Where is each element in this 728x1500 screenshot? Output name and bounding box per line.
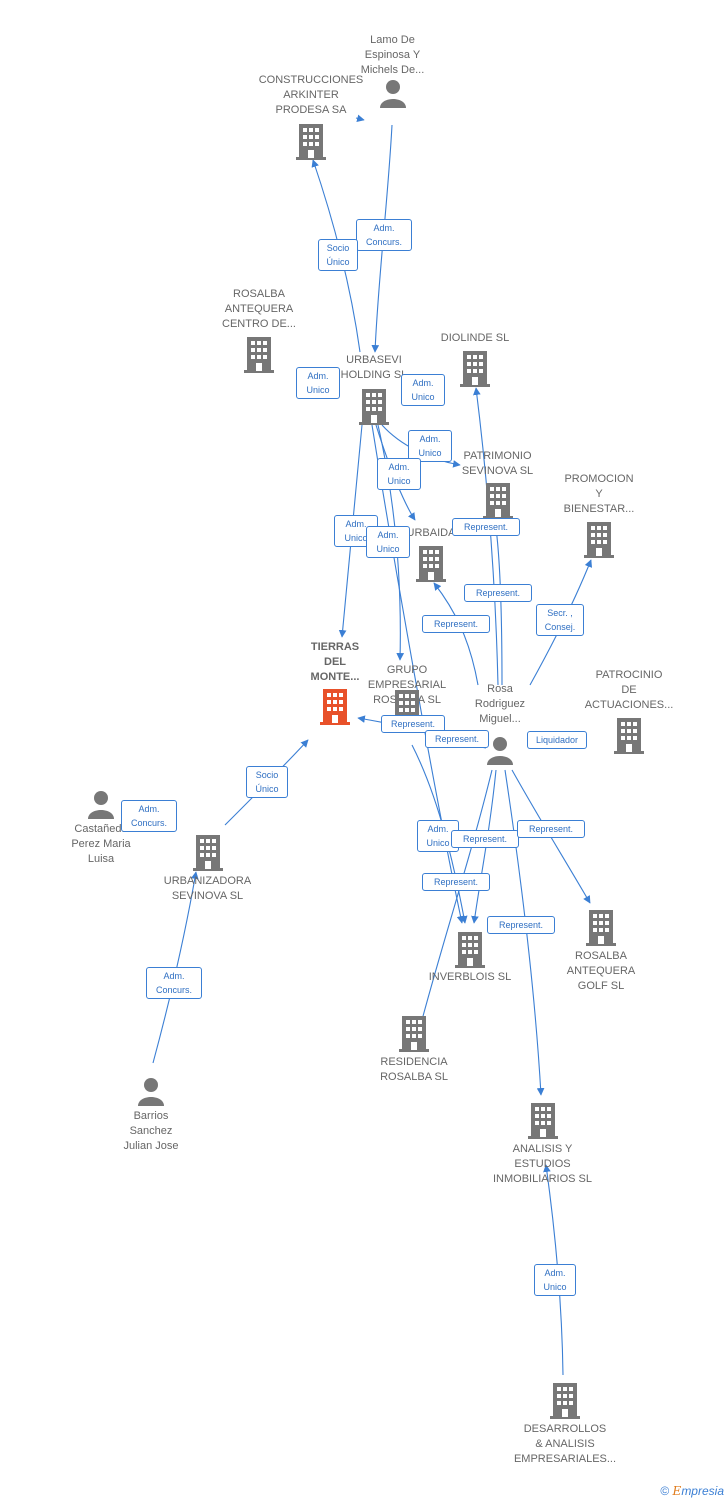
building-icon <box>296 124 326 160</box>
node-label: PROMOCION Y BIENESTAR... <box>563 473 635 515</box>
building-icon <box>320 689 350 725</box>
person-icon <box>138 1078 164 1106</box>
edge-rosa-residencia <box>416 769 493 1036</box>
edge-label-adm-unico[interactable]: Adm. Unico <box>296 367 340 399</box>
edge-label-adm-unico[interactable]: Adm. Unico <box>366 526 410 558</box>
building-icon <box>586 910 616 946</box>
node-label: RESIDENCIA ROSALBA SL <box>380 1056 448 1083</box>
edge-label-represent[interactable]: Represent. <box>517 820 585 838</box>
node-urbasevi[interactable]: URBASEVI HOLDING SL <box>325 353 423 425</box>
brand-initial: E <box>672 1484 682 1498</box>
building-icon <box>584 522 614 558</box>
edge-label-represent[interactable]: Represent. <box>381 715 445 733</box>
building-icon <box>482 483 513 519</box>
building-icon <box>527 1103 558 1139</box>
node-label: URBAIDA <box>406 527 456 539</box>
node-patrocinio[interactable]: PATROCINIO DE ACTUACIONES... <box>578 668 680 754</box>
edge-label-adm-unico[interactable]: Adm. Unico <box>401 374 445 406</box>
edge-label-adm-unico[interactable]: Adm. Unico <box>408 430 452 462</box>
node-urbanizadora[interactable]: URBANIZADORA SEVINOVA SL <box>155 835 260 904</box>
node-label: Rosa Rodriguez Miguel... <box>474 683 526 725</box>
edge-label-secr-consej[interactable]: Secr. , Consej. <box>536 604 584 636</box>
node-patrimonio[interactable]: PATRIMONIO SEVINOVA SL <box>450 449 545 519</box>
copyright-symbol: © <box>660 1484 670 1498</box>
edge-rosa-golf <box>511 769 591 904</box>
node-residencia[interactable]: RESIDENCIA ROSALBA SL <box>368 1016 460 1085</box>
node-castaneda[interactable]: Castañeda Perez Maria Luisa <box>55 789 147 867</box>
edge-label-adm-unico[interactable]: Adm. Unico <box>534 1264 576 1296</box>
node-tierras[interactable]: TIERRAS DEL MONTE... <box>296 640 374 725</box>
building-icon <box>359 389 389 425</box>
node-construcciones[interactable]: CONSTRUCCIONES ARKINTER PRODESA SA <box>250 73 372 160</box>
edge-label-represent[interactable]: Represent. <box>452 518 520 536</box>
node-lamo[interactable]: Lamo De Espinosa Y Michels De... <box>345 33 440 108</box>
node-label: TIERRAS DEL MONTE... <box>310 641 360 683</box>
node-label: INVERBLOIS SL <box>428 971 512 983</box>
node-label: PATROCINIO DE ACTUACIONES... <box>584 669 674 711</box>
node-label: ROSALBA ANTEQUERA GOLF SL <box>566 950 636 992</box>
node-label: CONSTRUCCIONES ARKINTER PRODESA SA <box>258 74 364 116</box>
building-icon <box>460 351 490 387</box>
person-icon <box>88 791 114 819</box>
edge-label-represent[interactable]: Represent. <box>487 916 555 934</box>
building-icon <box>192 835 223 871</box>
edge-label-liquidador[interactable]: Liquidador <box>527 731 587 749</box>
node-label: ROSALBA ANTEQUERA CENTRO DE... <box>222 288 296 330</box>
edge-rosa-inverblois <box>471 769 497 924</box>
building-icon <box>550 1383 580 1419</box>
node-promocion[interactable]: PROMOCION Y BIENESTAR... <box>553 472 645 558</box>
node-label: URBANIZADORA SEVINOVA SL <box>163 875 252 902</box>
node-label: ANALISIS Y ESTUDIOS INMOBILIARIOS SL <box>492 1143 593 1185</box>
building-icon <box>244 337 274 373</box>
edge-rosa-diolinde <box>473 387 499 686</box>
footer-brand: © Empresia <box>660 1484 724 1498</box>
node-label: Barrios Sanchez Julian Jose <box>123 1110 179 1152</box>
edge-label-represent[interactable]: Represent. <box>425 730 489 748</box>
edge-label-adm-concurs[interactable]: Adm. Concurs. <box>121 800 177 832</box>
edge-label-adm-unico[interactable]: Adm. Unico <box>377 458 421 490</box>
node-desarrollos[interactable]: DESARROLLOS & ANALISIS EMPRESARIALES... <box>505 1383 625 1467</box>
edge-label-represent[interactable]: Represent. <box>451 830 519 848</box>
person-icon <box>379 80 406 108</box>
node-urbaida[interactable]: URBAIDA <box>396 526 466 582</box>
node-label: PATRIMONIO SEVINOVA SL <box>461 450 534 477</box>
building-icon <box>455 932 485 968</box>
node-barrios[interactable]: Barrios Sanchez Julian Jose <box>105 1076 197 1154</box>
edge-label-adm-concurs[interactable]: Adm. Concurs. <box>356 219 412 251</box>
node-rosalba-golf[interactable]: ROSALBA ANTEQUERA GOLF SL <box>555 910 647 994</box>
edge-label-socio-unico[interactable]: Socio Único <box>318 239 358 271</box>
edge-label-represent[interactable]: Represent. <box>464 584 532 602</box>
node-inverblois[interactable]: INVERBLOIS SL <box>420 932 520 985</box>
node-analisis[interactable]: ANALISIS Y ESTUDIOS INMOBILIARIOS SL <box>480 1103 605 1187</box>
brand-name: mpresia <box>681 1484 724 1498</box>
edge-construcciones-lamo <box>355 114 365 123</box>
node-label: DESARROLLOS & ANALISIS EMPRESARIALES... <box>513 1423 617 1465</box>
node-rosa[interactable]: Rosa Rodriguez Miguel... <box>458 682 542 765</box>
building-icon <box>399 1016 429 1052</box>
node-label: URBASEVI HOLDING SL <box>340 354 408 381</box>
node-diolinde[interactable]: DIOLINDE SL <box>430 331 520 387</box>
node-label: Lamo De Espinosa Y Michels De... <box>360 34 425 76</box>
edge-label-socio-unico[interactable]: Socio Único <box>246 766 288 798</box>
building-icon <box>416 546 446 582</box>
edge-label-represent[interactable]: Represent. <box>422 615 490 633</box>
person-icon <box>487 737 513 765</box>
edge-label-represent[interactable]: Represent. <box>422 873 490 891</box>
building-icon <box>614 718 644 754</box>
edge-label-adm-concurs[interactable]: Adm. Concurs. <box>146 967 202 999</box>
node-label: Castañeda Perez Maria Luisa <box>71 823 131 865</box>
node-rosalba-antequera-centro[interactable]: ROSALBA ANTEQUERA CENTRO DE... <box>210 287 308 373</box>
node-label: DIOLINDE SL <box>440 332 510 344</box>
